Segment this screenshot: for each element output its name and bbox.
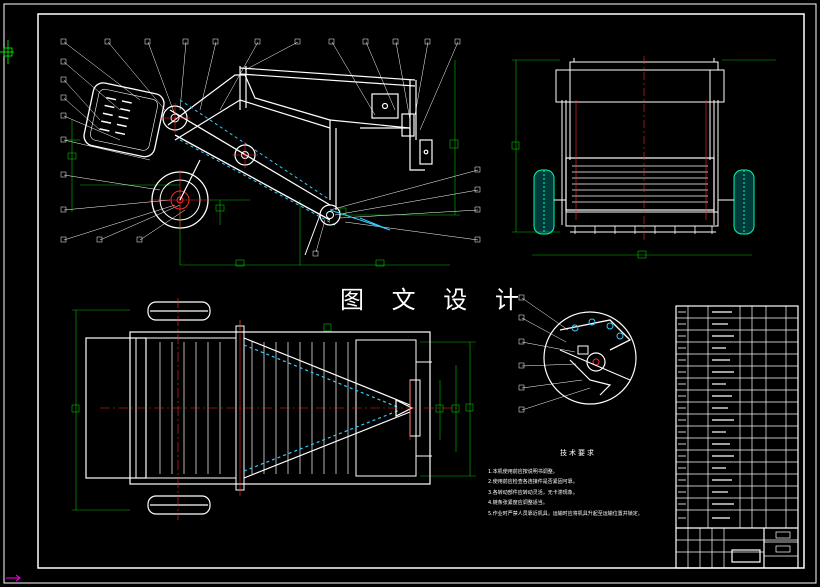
tech-note: 2.使用前应检查各连接件是否紧固可靠。: [488, 479, 578, 485]
tech-note: 5.作业时严禁人员靠近机具，运输时应将机具升起至运输位置并锁定。: [488, 510, 643, 517]
side-view-dimensions: [66, 60, 460, 267]
outer-sheet-border: [3, 3, 817, 584]
detail-view: [518, 294, 637, 413]
main-frame: [167, 66, 433, 210]
top-view-wheels: [147, 301, 211, 515]
title-block: [675, 305, 799, 569]
technical-requirements: 技术要求 1.本机使用前应按说明书调整。 2.使用前应检查各连接件是否紧固可靠。…: [488, 448, 668, 519]
front-view-rods: [572, 165, 708, 203]
watermark-text: 图 文 设 计: [340, 286, 529, 314]
ground-wheel: [150, 159, 210, 230]
tech-note: 1.本机使用前应按说明书调整。: [488, 468, 558, 475]
inner-drawing-frame: [37, 13, 805, 569]
top-view-chain-drive: [243, 337, 414, 479]
technical-requirements-list: 1.本机使用前应按说明书调整。 2.使用前应检查各连接件是否紧固可靠。 3.各转…: [488, 467, 668, 520]
bottom-left-arrow: [6, 574, 21, 582]
technical-requirements-title: 技术要求: [560, 449, 596, 457]
left-alignment-marker: [0, 40, 14, 64]
side-view-leaders: [60, 38, 481, 257]
top-view: [71, 298, 476, 520]
tech-note: 3.各转动部件应转动灵活，无卡滞现象。: [488, 489, 578, 496]
front-left-tire: [533, 169, 555, 235]
side-view: [60, 38, 481, 267]
front-right-tire: [733, 169, 755, 235]
front-view: [511, 56, 776, 259]
sieve-basket: [83, 82, 165, 158]
tech-note: 4.链条张紧度应调整适当。: [488, 500, 548, 506]
